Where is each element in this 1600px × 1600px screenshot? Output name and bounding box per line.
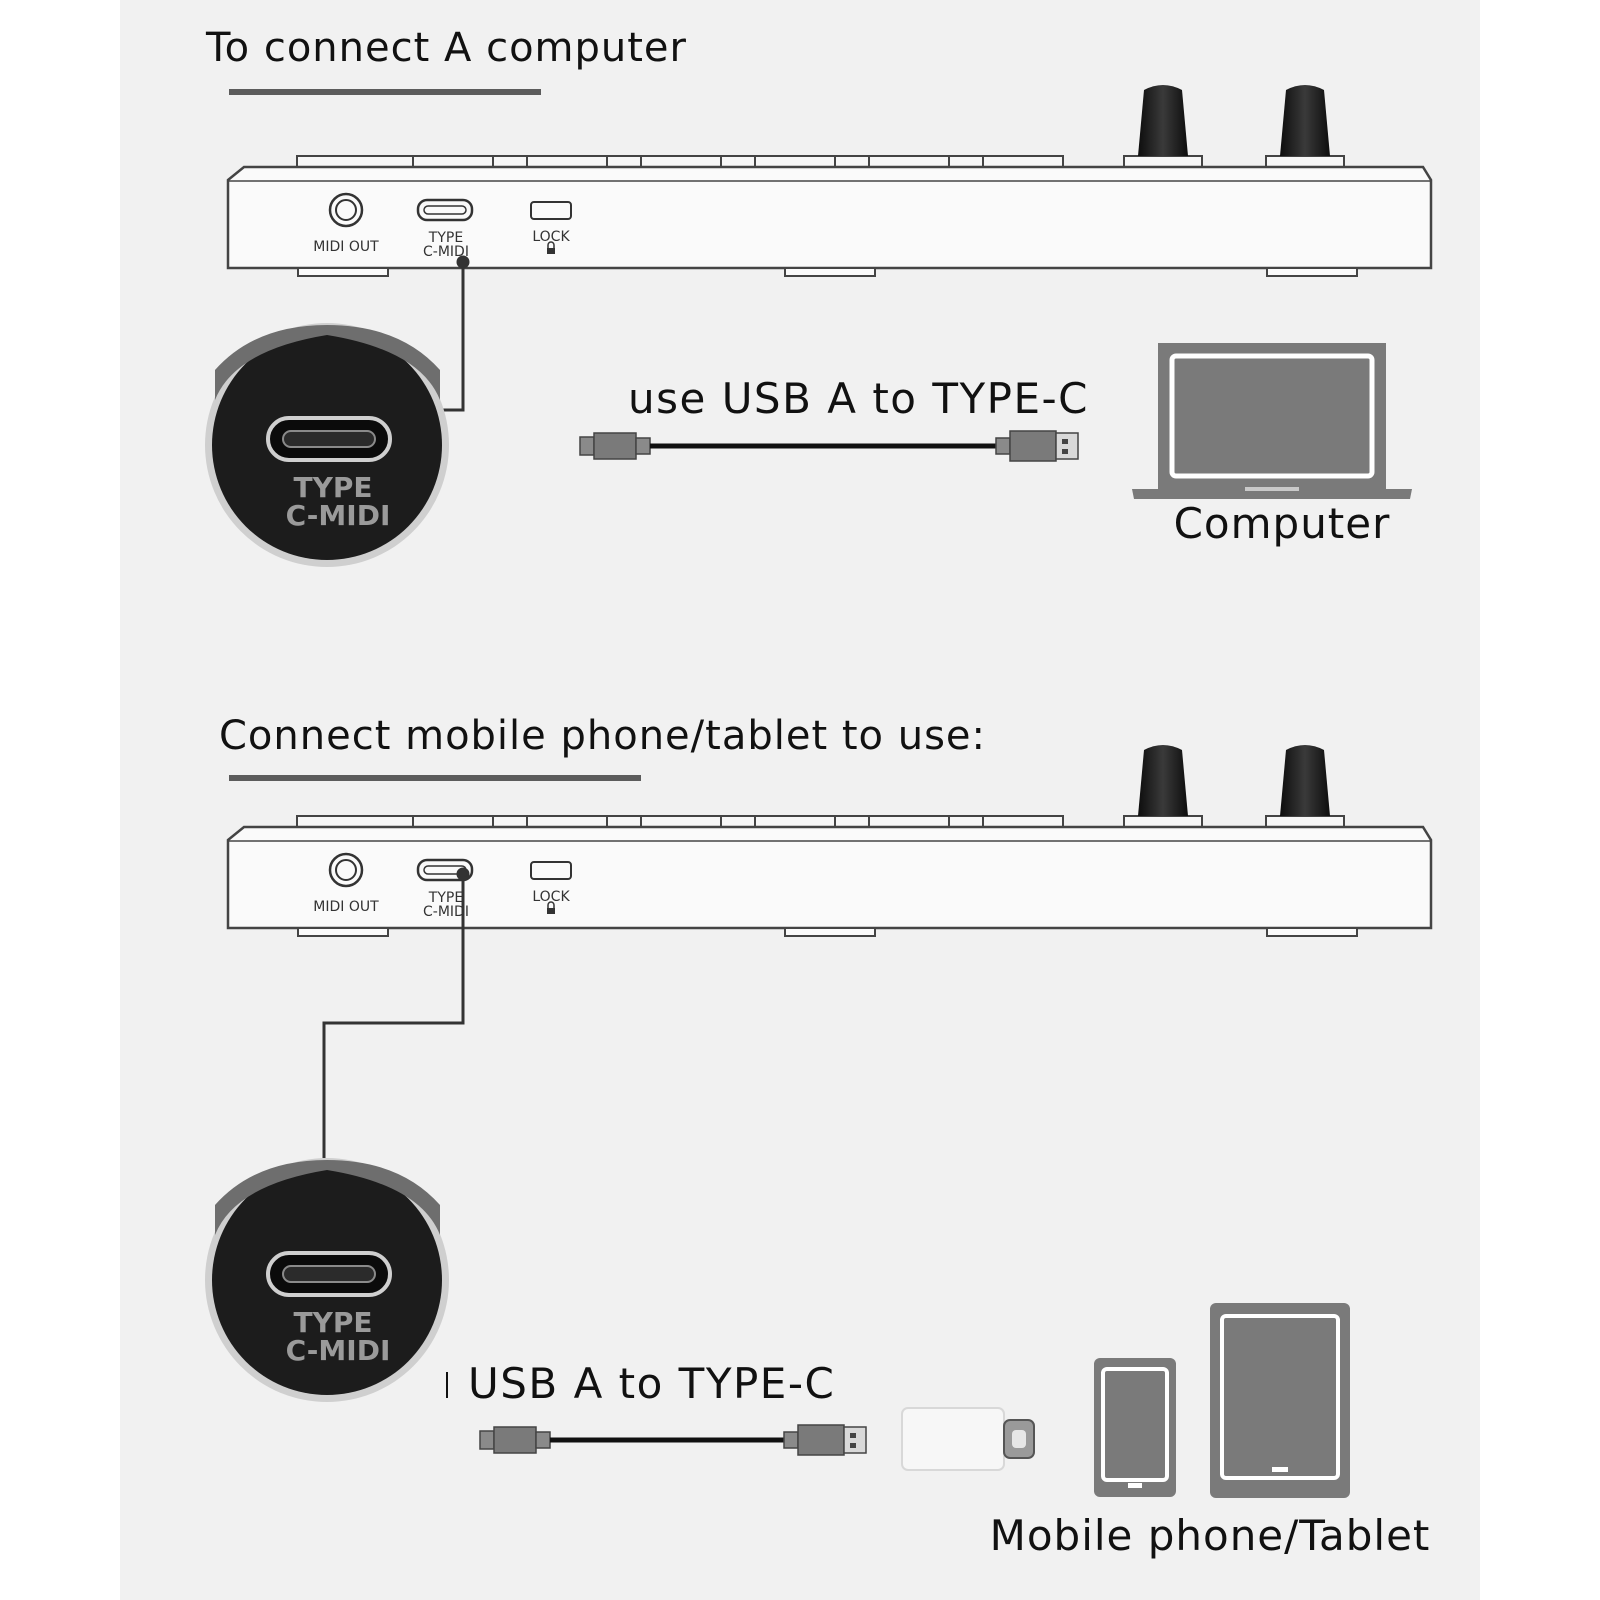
lock-label: LOCK	[532, 889, 570, 905]
midi-controller-bottom: MIDI OUT TYPE C-MIDI LOCK	[226, 745, 1433, 937]
knob-icon	[1265, 85, 1345, 169]
cable-label-mobile: USB A to TYPE-C	[468, 1359, 835, 1408]
usb-c-port-icon	[266, 416, 392, 462]
padlock-icon	[547, 901, 555, 914]
midi-out-label: MIDI OUT	[313, 239, 379, 255]
device-label-computer: Computer	[1174, 499, 1391, 548]
midi-out-label: MIDI OUT	[313, 899, 379, 915]
midi-out-port-icon	[328, 192, 364, 228]
laptop-icon	[1132, 343, 1412, 499]
type-c-port-zoom: TYPE C-MIDI	[205, 323, 449, 567]
type-label: TYPE	[428, 230, 463, 246]
device-label-mobile: Mobile phone/Tablet	[990, 1511, 1431, 1560]
knob-icon	[1265, 745, 1345, 829]
zoom-c-midi-label: C-MIDI	[286, 499, 391, 532]
midi-controller-top: MIDI OUT TYPE C-MIDI LOCK	[226, 85, 1433, 277]
usb-c-port-icon	[266, 1251, 392, 1297]
tablet-icon	[1210, 1303, 1350, 1498]
lock-slot-icon	[530, 201, 572, 220]
lock-label: LOCK	[532, 229, 570, 245]
heading-underline	[229, 89, 541, 95]
heading-computer: To connect A computer	[206, 25, 687, 71]
heading-underline	[229, 775, 641, 781]
usb-c-port-icon	[416, 198, 474, 222]
padlock-icon	[547, 241, 555, 254]
cable-label-computer: use USB A to TYPE-C	[628, 374, 1089, 423]
zoom-type-label: TYPE	[293, 471, 372, 504]
zoom-type-label: TYPE	[293, 1306, 372, 1339]
knob-icon	[1123, 745, 1203, 829]
c-midi-label: C-MIDI	[423, 904, 469, 920]
type-label: TYPE	[428, 890, 463, 906]
phone-icon	[1094, 1358, 1176, 1497]
pointer-line	[322, 867, 470, 1158]
lock-slot-icon	[530, 861, 572, 880]
knob-icon	[1123, 85, 1203, 169]
usb-cable-icon	[579, 430, 1079, 462]
type-c-port-zoom: TYPE C-MIDI	[205, 1158, 449, 1402]
zoom-c-midi-label: C-MIDI	[286, 1334, 391, 1367]
midi-out-port-icon	[328, 852, 364, 888]
otg-adapter-icon	[901, 1407, 1035, 1471]
c-midi-label: C-MIDI	[423, 244, 469, 260]
heading-mobile: Connect mobile phone/tablet to use:	[219, 713, 986, 759]
pointer-line	[440, 255, 470, 412]
usb-cable-icon	[479, 1424, 867, 1456]
